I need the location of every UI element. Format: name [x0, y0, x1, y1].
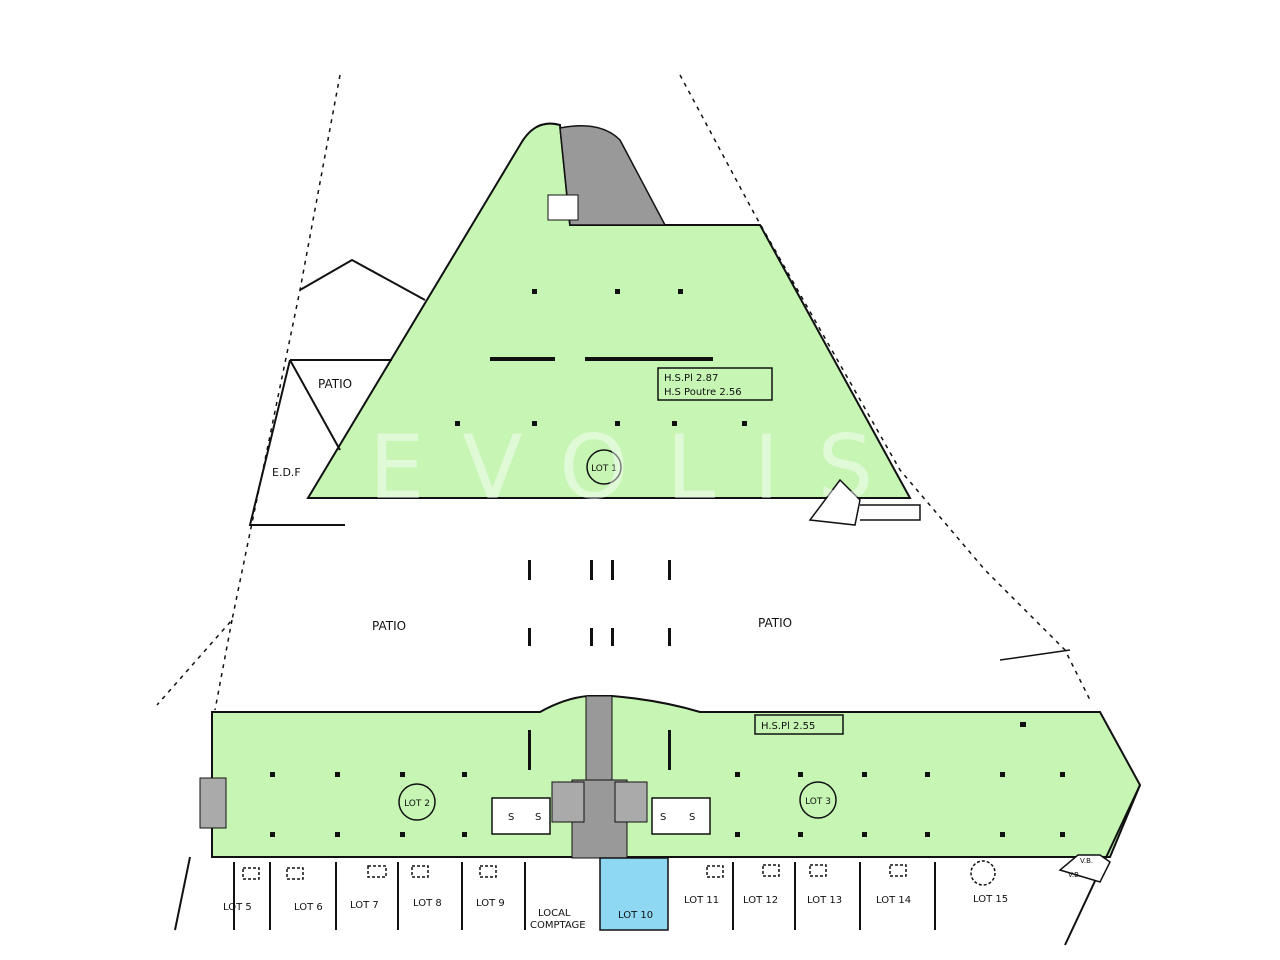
lot-3-marker	[799, 781, 837, 819]
lot-2-3-columns	[270, 722, 1065, 837]
lot-label: COMPTAGE	[530, 920, 586, 931]
elevator-left	[551, 781, 585, 823]
patio-right-wall	[999, 649, 1071, 661]
lot-3-label: LOT 3	[805, 797, 831, 807]
bottom-lot-walls	[174, 784, 1141, 946]
lot-2-3-area[interactable]	[211, 695, 1142, 858]
lot-label: LOT 6	[294, 902, 323, 913]
height-note-top: H.S.Pl 2.87 H.S Poutre 2.56	[657, 367, 773, 401]
patio-columns	[528, 560, 671, 646]
vb-label: V.B.	[1080, 857, 1093, 865]
height-note-top-line2: H.S Poutre 2.56	[664, 387, 742, 398]
lot-10-area[interactable]	[599, 857, 669, 931]
height-note-top-line1: H.S.Pl 2.87	[664, 373, 718, 384]
lot-1-columns	[455, 289, 747, 426]
lot-1-marker	[586, 449, 622, 485]
vb-rooms: V.B. V.B.	[1058, 854, 1111, 883]
lot-2-label: LOT 2	[404, 799, 430, 809]
edf-label: E.D.F	[272, 466, 301, 479]
lot-label: LOT 10	[618, 910, 653, 921]
patio-right-label: PATIO	[758, 616, 792, 630]
lot-label: LOT 8	[413, 898, 442, 909]
patio-edf-walls	[248, 258, 426, 526]
lot-label: LOT 11	[684, 895, 719, 906]
lot-label: LOT 7	[350, 900, 379, 911]
sanitary-label: S	[508, 812, 514, 823]
sanitary-label: S	[535, 812, 541, 823]
lot-1-label: LOT 1	[591, 464, 617, 474]
bottom-lot-labels: LOT 5 LOT 6 LOT 7 LOT 8 LOT 9 LOCAL COMP…	[223, 894, 1008, 931]
patio-left-label: PATIO	[372, 619, 406, 633]
lot-label: LOT 14	[876, 895, 911, 906]
patio-top-label: PATIO	[318, 377, 352, 391]
lot-label: LOCAL	[538, 908, 571, 919]
sanitary-label: S	[689, 812, 695, 823]
vb-label: V.B.	[1068, 871, 1081, 879]
stair-hatch	[559, 125, 667, 226]
stair-landing	[547, 194, 579, 221]
sanitary-label: S	[660, 812, 666, 823]
lot-label: LOT 12	[743, 895, 778, 906]
watermark-logo: EVOLIS	[369, 416, 911, 519]
lot-label: LOT 5	[223, 902, 252, 913]
lot-storage-markers	[242, 860, 996, 886]
lot-2-marker	[398, 783, 436, 821]
height-note-bottom: H.S.Pl 2.55	[754, 714, 844, 735]
elevator-right	[614, 781, 648, 823]
lot-label: LOT 9	[476, 898, 505, 909]
lot-label: LOT 13	[807, 895, 842, 906]
height-note-bottom-text: H.S.Pl 2.55	[761, 721, 815, 732]
lot-label: LOT 15	[973, 894, 1008, 905]
lot-1-stairs	[808, 478, 921, 526]
left-stair	[199, 777, 227, 829]
sanitary-blocks	[491, 797, 711, 835]
